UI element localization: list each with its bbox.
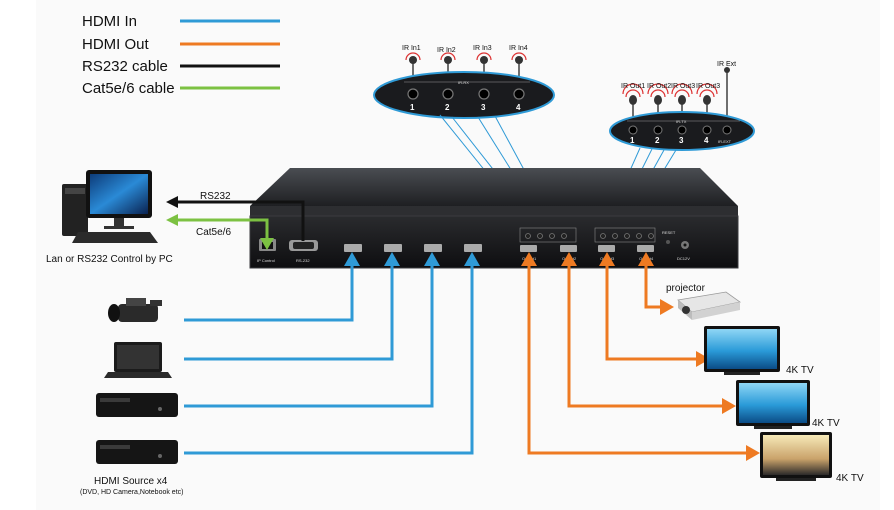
ir-receiver-icon bbox=[405, 52, 527, 64]
ir-in4-label: IR In4 bbox=[509, 45, 528, 52]
ir-rx-port-4: 4 bbox=[516, 103, 521, 112]
ir-in1-label: IR In1 bbox=[402, 45, 421, 52]
rs232-cable-label: RS232 bbox=[200, 191, 231, 202]
ip-control-label: IP Control bbox=[257, 258, 275, 263]
ir-tx-jack-icon bbox=[628, 125, 732, 135]
projector-icon bbox=[677, 291, 741, 320]
ir-out3-label: IR Out3 bbox=[671, 83, 695, 90]
ir-ext-label: IR Ext bbox=[717, 61, 736, 68]
sources-subcaption: (DVD, HD Camera,Notebook etc) bbox=[80, 489, 183, 496]
rs232-cable bbox=[166, 196, 305, 241]
ir-out2-label: IR Out2 bbox=[647, 83, 671, 90]
matrix-switch-device: IP Control RS-232 Output1 Output2 Output… bbox=[249, 168, 739, 269]
dvd-player-icon bbox=[96, 440, 178, 464]
ir-rx-panel-zoom bbox=[373, 71, 555, 119]
ir-tx-port-3: 3 bbox=[679, 136, 684, 145]
power-label: DC12V bbox=[677, 256, 690, 261]
ir-out4-label: IR Out3 bbox=[696, 83, 720, 90]
ir-tx-port-4: 4 bbox=[704, 136, 709, 145]
hdmi-out-arrows bbox=[521, 252, 760, 461]
legend-hdmi-out-label: HDMI Out bbox=[82, 36, 150, 53]
sources-caption: HDMI Source x4 bbox=[94, 476, 168, 487]
tv2-label: 4K TV bbox=[812, 418, 840, 429]
tv-icon bbox=[704, 326, 780, 375]
ir-tx-title: IR-TX bbox=[676, 119, 687, 124]
ir-rx-port-3: 3 bbox=[481, 103, 486, 112]
cat-cable bbox=[166, 214, 274, 250]
legend: HDMI In HDMI Out RS232 cable Cat5e/6 cab… bbox=[82, 13, 280, 97]
ir-rx-port-1: 1 bbox=[410, 103, 415, 112]
ir-rx-port-2: 2 bbox=[445, 103, 450, 112]
pc-caption: Lan or RS232 Control by PC bbox=[46, 254, 173, 265]
legend-cat-label: Cat5e/6 cable bbox=[82, 80, 175, 97]
ir-tx-panel: IR Out1 IR Out2 IR Out3 IR Out3 IR Ext I… bbox=[609, 61, 755, 151]
ir-in2-label: IR In2 bbox=[437, 47, 456, 54]
tv3-label: 4K TV bbox=[836, 473, 864, 484]
hdmi-in-arrows bbox=[344, 252, 480, 266]
cat-cable-label: Cat5e/6 bbox=[196, 227, 231, 238]
reset-label: RESET bbox=[662, 230, 676, 235]
pc-icon bbox=[62, 170, 158, 243]
notebook-icon bbox=[104, 342, 172, 378]
rs232-port: RS-232 bbox=[289, 240, 318, 263]
tv-icon bbox=[736, 380, 810, 429]
ir-rx-jack-icon bbox=[407, 88, 525, 100]
reset-button bbox=[666, 240, 670, 244]
hdmi-output-ports bbox=[520, 245, 654, 252]
hdmi-in-cables bbox=[184, 262, 474, 455]
tv1-label: 4K TV bbox=[786, 365, 814, 376]
hdmi-input-ports bbox=[344, 244, 482, 252]
hdmi-out-cables bbox=[527, 262, 748, 455]
ir-tx-port-2: 2 bbox=[655, 136, 660, 145]
camera-icon bbox=[108, 298, 162, 322]
tv-icon bbox=[760, 432, 832, 481]
ir-rx-panel: IR In1 IR In2 IR In3 IR In4 IR-RX 1 2 3 … bbox=[373, 45, 555, 119]
ir-tx-port-1: 1 bbox=[630, 136, 635, 145]
ir-in3-label: IR In3 bbox=[473, 45, 492, 52]
rs232-port-label: RS-232 bbox=[296, 258, 310, 263]
ir-out1-label: IR Out1 bbox=[621, 83, 645, 90]
projector-label: projector bbox=[666, 283, 706, 294]
device-top bbox=[250, 168, 738, 206]
legend-hdmi-in-label: HDMI In bbox=[82, 13, 137, 30]
ir-emitter-icon bbox=[622, 67, 730, 105]
ir-rx-title: IR-RX bbox=[458, 80, 469, 85]
legend-rs232-label: RS232 cable bbox=[82, 58, 168, 75]
device-front-panel bbox=[250, 216, 738, 268]
ir-ext-port: IR-EXT bbox=[718, 139, 732, 144]
dvd-player-icon bbox=[96, 393, 178, 417]
